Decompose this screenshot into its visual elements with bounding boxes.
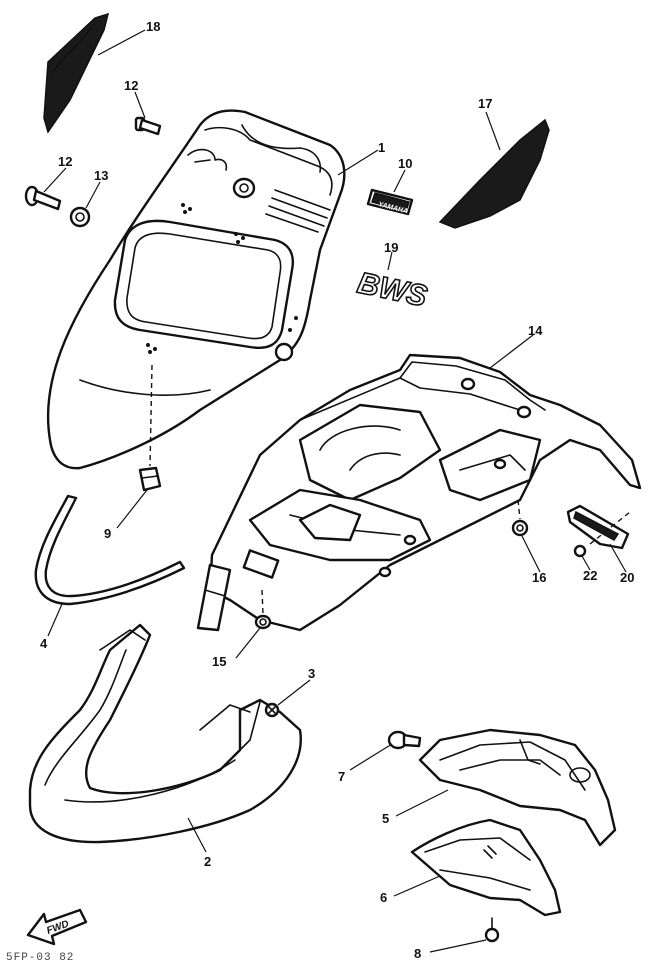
part-7-bolt [387, 730, 422, 750]
part-12-bolt-upper [134, 116, 162, 136]
bws-decal-text: BWS [355, 267, 430, 314]
part-13-grommet [69, 206, 91, 228]
callout-16: 16 [532, 570, 546, 585]
callout-12-upper: 12 [124, 78, 138, 93]
part-12-bolt-lower [24, 185, 62, 211]
footer-code: 5FP-03 82 [6, 952, 74, 964]
part-14-rear-inner-fender [196, 353, 642, 632]
callout-6: 6 [380, 890, 387, 905]
callout-9: 9 [104, 526, 111, 541]
part-18-side-decal-left [43, 12, 110, 134]
part-6-lower-mudguard [410, 818, 562, 917]
callout-10: 10 [398, 156, 412, 171]
part-19-bws-decal: BWS [354, 266, 431, 314]
callout-20: 20 [620, 570, 634, 585]
callout-8: 8 [414, 946, 421, 961]
part-2-front-lower-cover [28, 623, 302, 844]
callout-17: 17 [478, 96, 492, 111]
part-8-screw [484, 917, 500, 943]
part-4-weather-strip [34, 494, 186, 606]
callout-1: 1 [378, 140, 385, 155]
callout-7: 7 [338, 769, 345, 784]
part-17-side-decal-right [438, 118, 550, 229]
callout-3: 3 [308, 666, 315, 681]
dashed-guide-15 [261, 589, 264, 615]
callout-2: 2 [204, 854, 211, 869]
part-22-washer [573, 544, 587, 558]
dashed-guide-9 [149, 364, 153, 467]
callout-18: 18 [146, 19, 160, 34]
callout-numbers: 18 12 12 13 1 10 17 19 14 9 4 15 16 22 2… [40, 19, 634, 961]
part-15-nut [254, 614, 272, 630]
callout-13: 13 [94, 168, 108, 183]
callout-12-lower: 12 [58, 154, 72, 169]
part-10-emblem: YAMAHA [366, 188, 414, 215]
part-3-screw [264, 702, 280, 718]
part-20-bracket [566, 504, 630, 550]
fwd-direction-arrow: FWD [26, 908, 88, 946]
part-16-nut [511, 519, 529, 537]
part-9-rubber-plug [138, 466, 162, 492]
callout-19: 19 [384, 240, 398, 255]
callout-4: 4 [40, 636, 48, 651]
callout-5: 5 [382, 811, 389, 826]
leader-lines [43, 29, 627, 953]
part-5-inner-mudguard [418, 728, 617, 847]
callout-22: 22 [583, 568, 597, 583]
part-1-front-cover [46, 109, 346, 470]
callout-14: 14 [528, 323, 543, 338]
callout-15: 15 [212, 654, 226, 669]
dashed-guide-16 [517, 499, 521, 520]
